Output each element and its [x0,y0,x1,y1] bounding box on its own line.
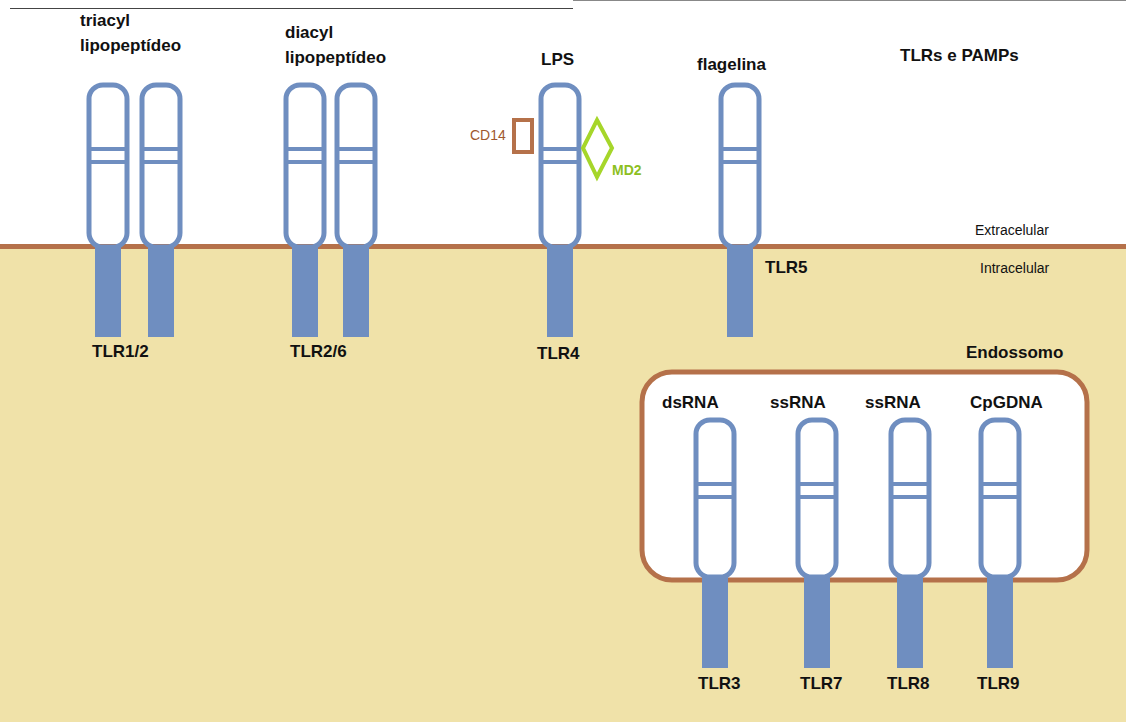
receptor-band [696,495,734,499]
receptor-band [541,160,579,164]
node-shape [860,392,950,704]
region-label: Intracelular [980,260,1049,276]
receptor-ectodomain [721,85,759,247]
receptor-band [142,160,180,164]
node-label: TLR9 [977,674,1020,694]
receptor-node: triacyl lipopeptídeoTLR1/2 [70,3,210,375]
ligand-label: diacyl lipopeptídeo [285,20,410,70]
cd14-box [514,120,532,152]
node-shape-group [721,85,759,337]
receptor-band [798,482,836,486]
receptor-node: LPS TLR4 [535,48,595,373]
receptor-node: ssRNA TLR8 [860,392,950,704]
frame-line [10,8,573,9]
node-label: TLR8 [887,674,930,694]
receptor-band [891,495,929,499]
node-shape-group [89,85,180,337]
node-shape-group [583,120,612,177]
receptor-ectodomain [286,85,324,247]
node-shape [70,3,210,375]
node-label: TLR5 [765,258,808,278]
ligand-label: CpGDNA [970,393,1043,413]
ligand-label: dsRNA [662,393,719,413]
node-shape-group [981,420,1019,668]
node-shape-group [514,120,532,152]
receptor-band [798,495,836,499]
ligand-label: triacyl lipopeptídeo [80,8,205,58]
ligand-label: ssRNA [770,393,826,413]
receptor-tail [343,245,369,337]
receptor-node: CpGDNA TLR9 [960,392,1060,704]
receptor-node: diacyl lipopeptídeoTLR2/6 [272,12,412,374]
node-shape-group [891,420,929,668]
receptor-node: MD2 [580,115,652,185]
receptor-band [142,147,180,151]
md2-diamond [583,120,612,177]
receptor-band [696,482,734,486]
receptor-band [89,160,127,164]
receptor-tail [148,245,174,337]
receptor-tail [547,245,573,337]
node-label: TLR1/2 [92,342,149,362]
receptor-band [337,147,375,151]
node-shape-group [696,420,734,668]
receptor-node: EndossomodsRNATLR3ssRNATLR7ssRNATLR8CpGD… [638,340,1093,585]
receptor-ectodomain [142,85,180,247]
receptor-ectodomain [337,85,375,247]
node-shape [638,340,1093,585]
node-shape [765,392,855,704]
node-shape-group [541,85,579,337]
receptor-band [541,147,579,151]
ligand-label: LPS [541,50,574,70]
receptor-node: dsRNA TLR3 [655,392,745,704]
receptor-band [721,160,759,164]
node-shape-group [286,85,375,337]
receptor-ectodomain [541,85,579,247]
node-shape-group [798,420,836,668]
node-shape [655,392,745,704]
receptor-band [89,147,127,151]
ligand-label: ssRNA [865,393,921,413]
receptor-tail [727,245,753,337]
receptor-tail [804,575,830,668]
receptor-tail [897,575,923,668]
receptor-band [286,147,324,151]
receptor-ectodomain [696,420,734,577]
receptor-band [337,160,375,164]
ligand-label: flagelina [697,55,766,75]
receptor-tail [95,245,121,337]
node-shape [535,48,595,373]
receptor-ectodomain [981,420,1019,577]
node-label: MD2 [612,160,642,180]
node-shape [960,392,1060,704]
receptor-node: ssRNA TLR7 [765,392,855,704]
receptor-band [981,482,1019,486]
receptor-ectodomain [798,420,836,577]
extracellular-ground [0,0,1126,247]
frame-line [573,0,1126,1]
node-label: CD14 [470,125,506,145]
region-label: Extracelular [975,222,1049,238]
receptor-band [721,147,759,151]
node-label: TLR4 [537,344,580,364]
node-shape [690,48,820,343]
receptor-band [981,495,1019,499]
receptor-band [891,482,929,486]
node-label: TLR2/6 [290,342,347,362]
receptor-node: flagelinaTLR5 [690,48,820,343]
receptor-ectodomain [891,420,929,577]
receptor-tail [292,245,318,337]
receptor-node: CD14 [466,115,538,157]
endosome-membrane [642,372,1087,580]
receptor-tail [702,575,728,668]
node-label: TLR7 [800,674,843,694]
node-label: TLR3 [698,674,741,694]
receptor-band [286,160,324,164]
diagram-title: TLRs e PAMPs [900,46,1019,66]
node-shape-group [642,372,1087,580]
node-label: Endossomo [966,343,1063,363]
receptor-ectodomain [89,85,127,247]
receptor-tail [987,575,1013,668]
